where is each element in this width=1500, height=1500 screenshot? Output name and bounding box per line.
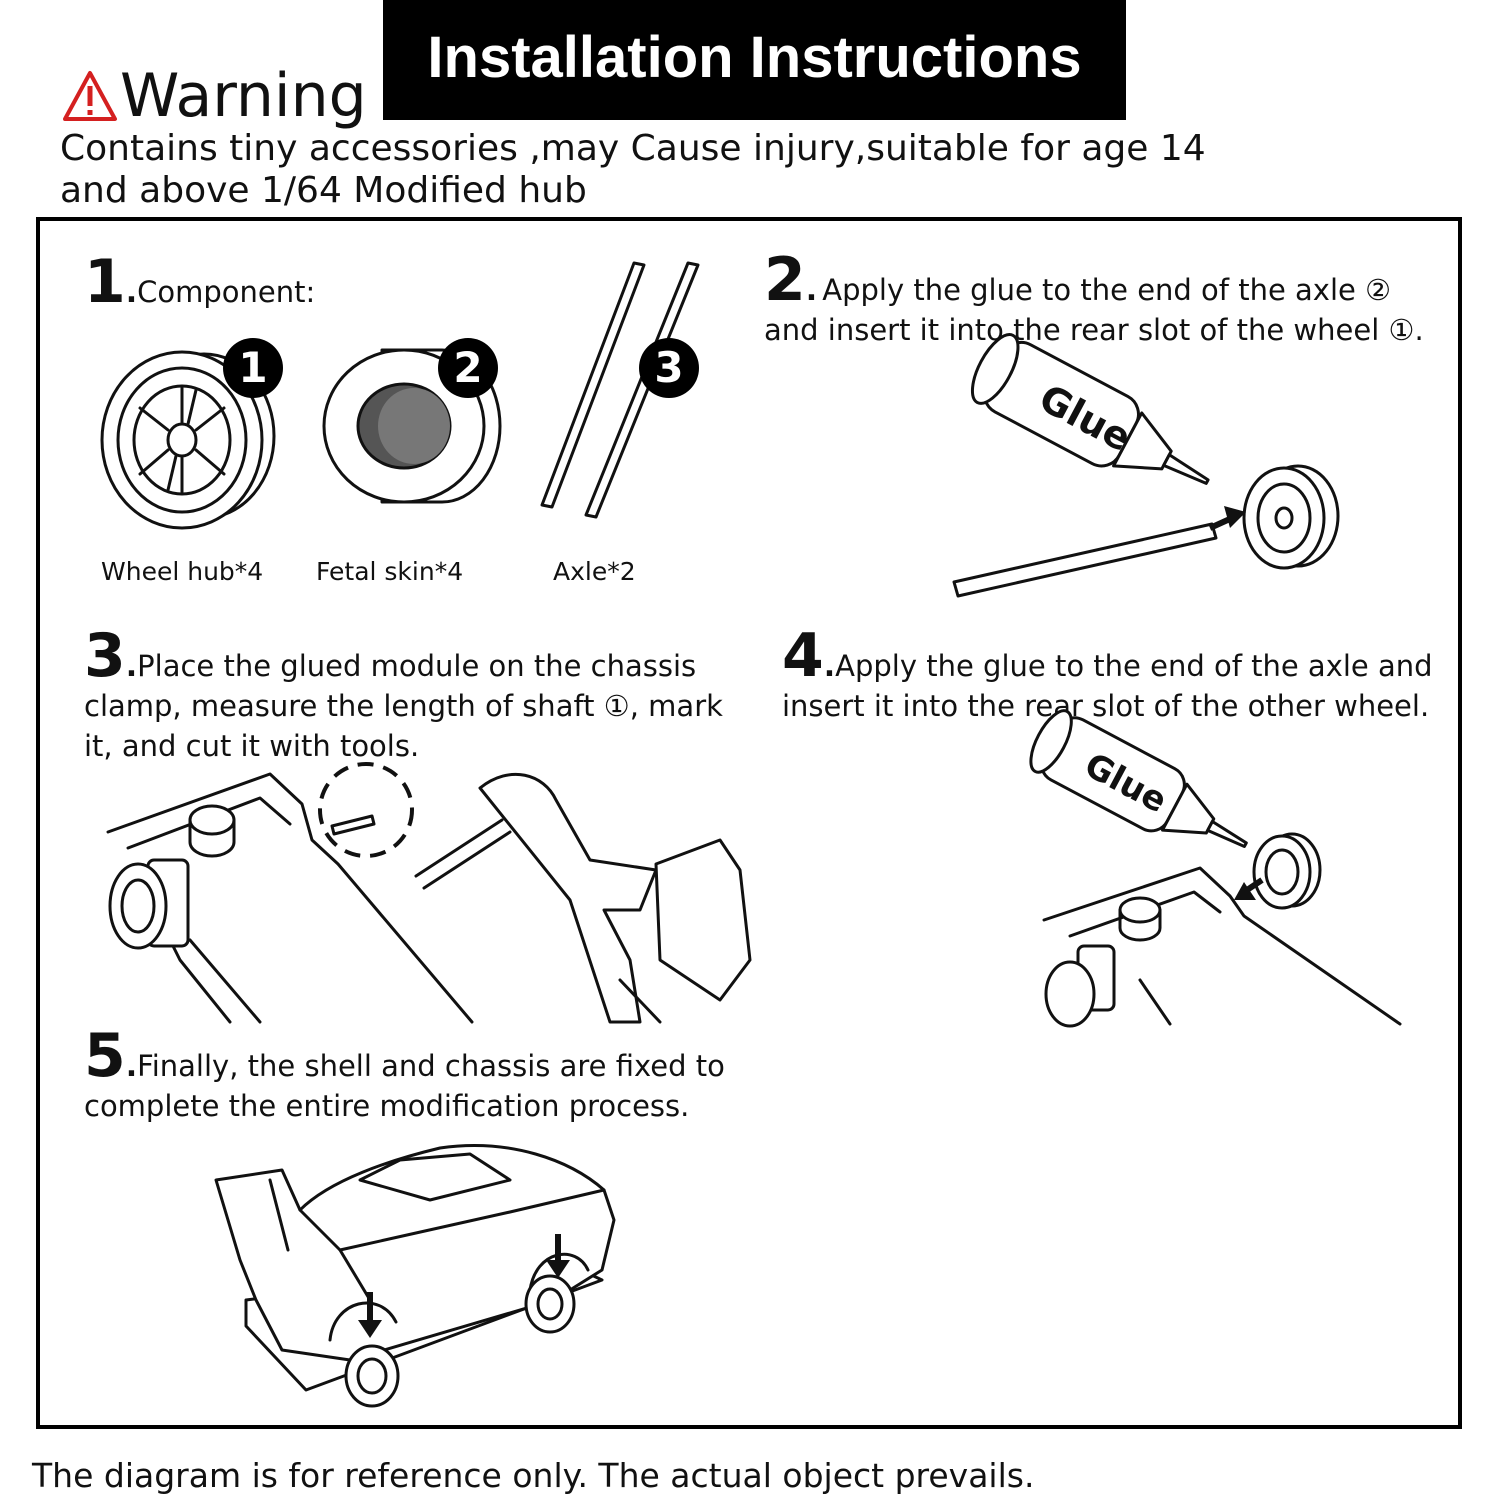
- component-badge-1: 1: [223, 338, 283, 398]
- step-text: Place the glued module on the chassis cl…: [84, 649, 723, 763]
- step-5-heading: 5.Finally, the shell and chassis are fix…: [84, 1021, 725, 1123]
- glue-chassis-illustration: Glue: [1029, 709, 1402, 1028]
- warning-triangle-icon: [63, 71, 117, 121]
- component-badge-3: 3: [639, 338, 699, 398]
- axle-illustration: [540, 261, 700, 519]
- step-text: Finally, the shell and chassis are fixed…: [84, 1049, 725, 1123]
- chassis-cut-illustration: [106, 762, 752, 1024]
- step-text: Apply the glue to the end of the axle an…: [782, 649, 1433, 723]
- caption-fetal-skin: Fetal skin*4: [316, 557, 464, 586]
- warning-heading: Warning: [62, 60, 367, 132]
- warning-label: Warning: [120, 61, 367, 131]
- step-text: Component:: [137, 275, 316, 309]
- page-title: Installation Instructions: [383, 0, 1126, 120]
- step-3-heading: 3.Place the glued module on the chassis …: [84, 621, 723, 763]
- component-badge-2: 2: [438, 338, 498, 398]
- footer-disclaimer: The diagram is for reference only. The a…: [32, 1456, 1035, 1495]
- step-2-heading: 2. Apply the glue to the end of the axle…: [764, 245, 1424, 347]
- caption-wheel-hub: Wheel hub*4: [101, 557, 264, 586]
- glue-axle-illustration: Glue: [952, 333, 1340, 598]
- caption-axle: Axle*2: [553, 557, 636, 586]
- instructions-frame: [36, 217, 1462, 1429]
- step-number: 2: [764, 245, 806, 315]
- step-number: 5: [84, 1021, 126, 1091]
- step-1-heading: 1.Component:: [84, 247, 316, 317]
- step-4-heading: 4.Apply the glue to the end of the axle …: [782, 621, 1433, 723]
- step-text: Apply the glue to the end of the axle ② …: [764, 273, 1424, 347]
- car-assembly-illustration: [214, 1144, 616, 1408]
- step-number: 1: [84, 247, 126, 317]
- step-number: 4: [782, 621, 824, 691]
- step-number: 3: [84, 621, 126, 691]
- warning-text: Contains tiny accessories ,may Cause inj…: [60, 128, 1206, 211]
